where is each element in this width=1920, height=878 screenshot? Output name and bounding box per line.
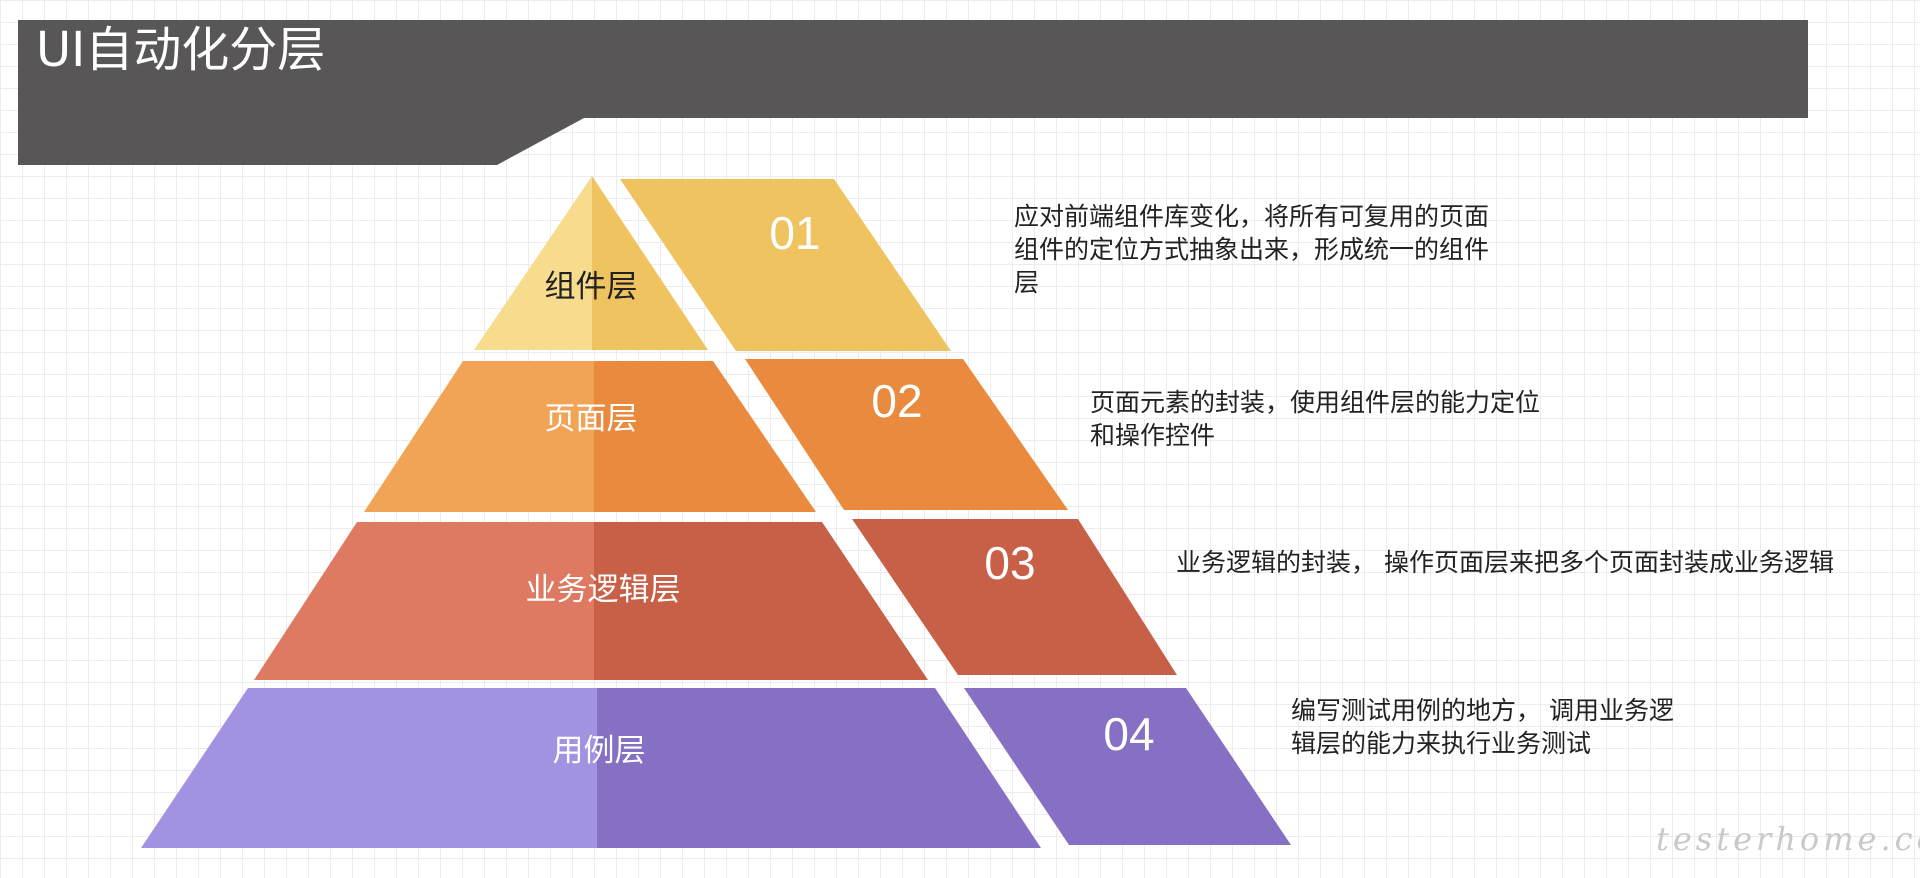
layer-case-number: 04 (1103, 708, 1154, 760)
layer-business-number-shape (852, 519, 1177, 675)
layer-page-description: 页面元素的封装，使用组件层的能力定位 和操作控件 (1090, 388, 1541, 450)
page-title: UI自动化分层 (36, 22, 326, 78)
layer-page-right-face (594, 361, 816, 512)
layer-component-left-face (474, 176, 592, 350)
layer-business-right-face (594, 522, 928, 680)
layer-case-number-shape (964, 688, 1291, 845)
layer-business-label: 业务逻辑层 (526, 572, 681, 608)
layer-page-number: 02 (871, 375, 922, 427)
layer-component-number-shape (620, 179, 951, 351)
layer-page-number-shape (745, 359, 1068, 510)
layer-case-description: 编写测试用例的地方， 调用业务逻 辑层的能力来执行业务测试 (1291, 696, 1674, 758)
layer-business-left-face (254, 522, 594, 680)
layer-case-left-face (141, 688, 597, 848)
layer-component-label: 组件层 (545, 269, 638, 305)
layer-case-right-face (597, 688, 1041, 848)
title-banner (18, 20, 1808, 165)
layer-business-description: 业务逻辑的封装， 操作页面层来把多个页面封装成业务逻辑 (1176, 548, 1834, 577)
watermark: testerhome.com (1656, 820, 1920, 858)
layer-page-left-face (364, 361, 594, 512)
layer-business-number: 03 (984, 537, 1035, 589)
layer-component-description: 应对前端组件库变化，将所有可复用的页面 组件的定位方式抽象出来，形成统一的组件 … (1014, 202, 1490, 297)
layer-component-number: 01 (769, 207, 820, 259)
layer-component-right-face (592, 176, 708, 350)
layer-case-label: 用例层 (553, 733, 646, 769)
layer-page-label: 页面层 (545, 401, 638, 437)
